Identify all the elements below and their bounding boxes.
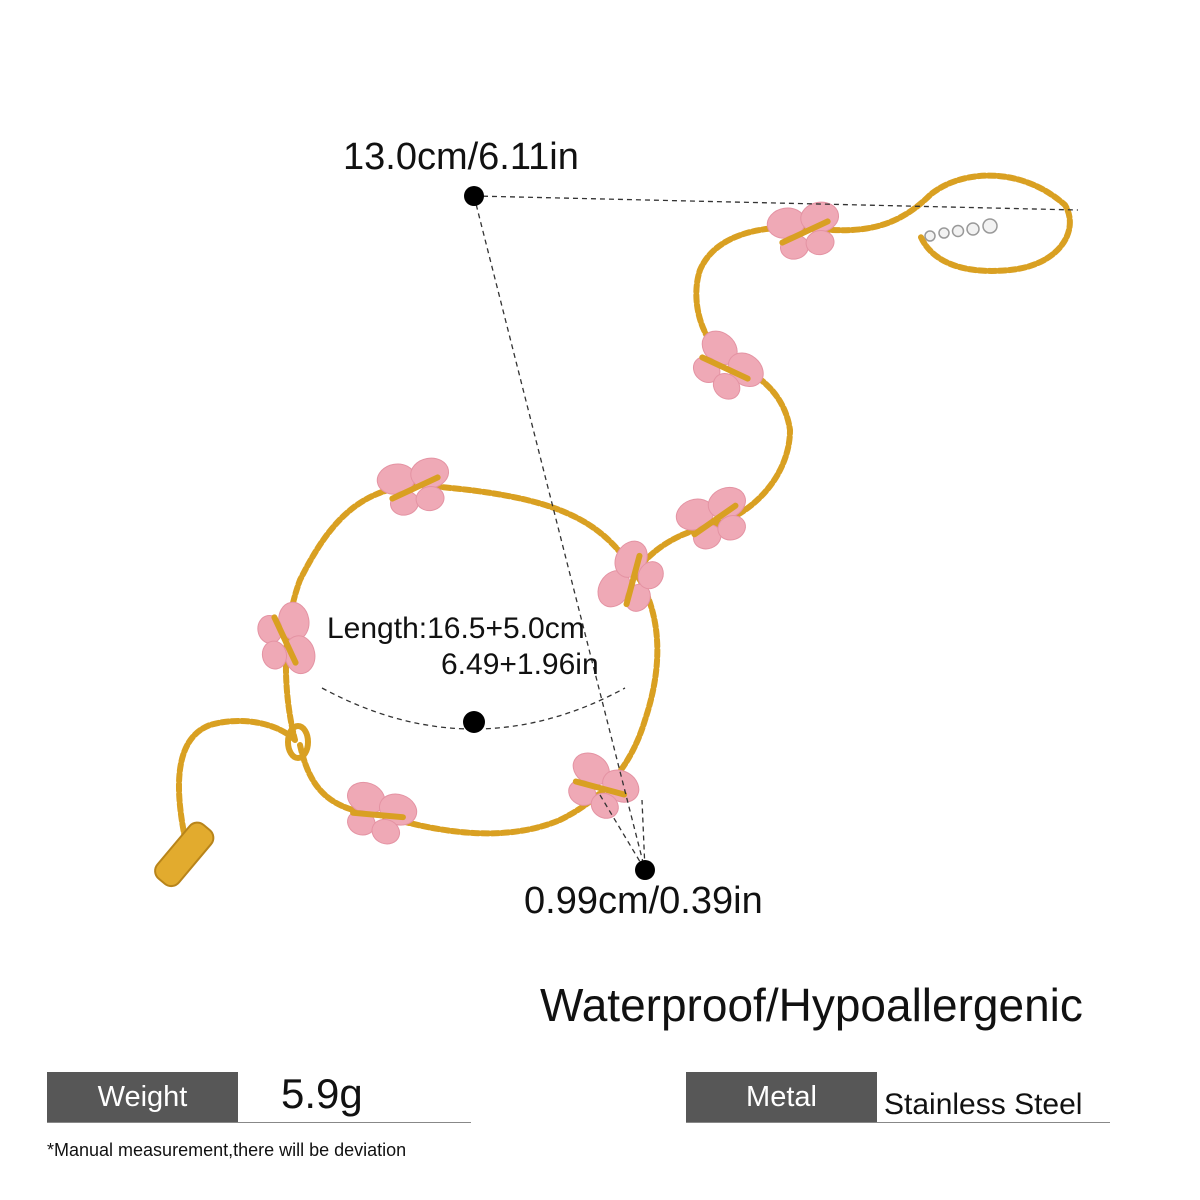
measure-dots xyxy=(463,186,655,880)
weight-divider xyxy=(47,1122,471,1123)
crystal-stones xyxy=(924,218,998,242)
measurement-note: *Manual measurement,there will be deviat… xyxy=(47,1140,407,1160)
weight-value: 5.9g xyxy=(281,1070,363,1117)
weight-label: Weight xyxy=(47,1072,238,1122)
butterfly-charm xyxy=(568,752,640,819)
butterfly-charm xyxy=(675,486,746,550)
feature-text: Waterproof/Hypoallergenic xyxy=(540,979,1083,1031)
clasp-tag xyxy=(154,821,215,899)
gold-chain xyxy=(176,172,1073,863)
butterfly-charm xyxy=(257,601,316,675)
metal-value: Stainless Steel xyxy=(884,1088,1083,1121)
length-cm-label: Length:16.5+5.0cm xyxy=(327,612,585,645)
butterfly-charm xyxy=(376,457,450,516)
metal-label: Metal xyxy=(686,1072,877,1122)
butterfly-charm xyxy=(692,330,764,400)
butterfly-charm xyxy=(766,201,840,260)
lobster-clasp xyxy=(285,723,311,761)
butterfly-charm xyxy=(597,540,664,612)
charm-size-label: 0.99cm/0.39in xyxy=(524,880,763,922)
length-in-label: 6.49+1.96in xyxy=(441,648,599,681)
butterfly-charm xyxy=(347,781,418,845)
metal-divider xyxy=(686,1122,1110,1123)
measure-lines xyxy=(321,195,1079,871)
chain-span-label: 13.0cm/6.11in xyxy=(343,136,579,178)
